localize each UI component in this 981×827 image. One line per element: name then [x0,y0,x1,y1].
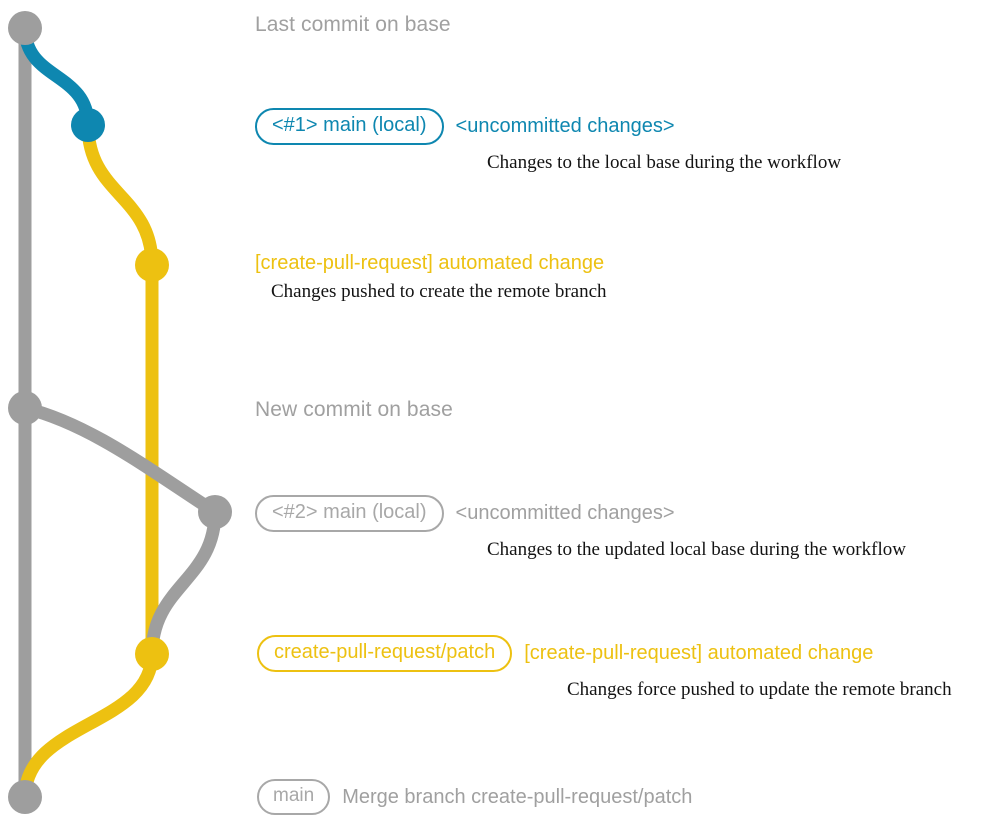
base-commit-node [8,11,42,45]
commit-description-remote-1: Changes pushed to create the remote bran… [271,281,607,302]
edge-local-1-to-remote-1 [81,118,159,272]
edge-remote-2-to-merge [18,647,159,804]
entry-remote-change-2: create-pull-request/patch [create-pull-r… [257,635,952,700]
edge-local-2-to-remote-2 [145,505,222,661]
commit-description-local-2: Changes to the updated local base during… [487,538,906,560]
commit-subject-remote-2: [create-pull-request] automated change [524,642,874,665]
commit-description-local-1: Changes to the local base during the wor… [487,151,842,173]
entry-remote-change-1: [create-pull-request] automated change C… [255,252,607,303]
remote-commit-node-1 [135,248,169,282]
commit-subject-local-1: <uncommitted changes> [455,115,675,138]
ref-badge-main[interactable]: main [257,779,331,815]
remote-commit-node-2 [135,637,169,671]
commit-nodes [8,11,232,814]
heading-new-commit-on-base: New commit on base [255,398,453,421]
ref-badge-main-local-1[interactable]: <#1> main (local) [255,108,444,145]
local-commit-node-2 [198,495,232,529]
ref-badge-main-local-2[interactable]: <#2> main (local) [255,495,444,532]
commit-subject-merge: Merge branch create-pull-request/patch [342,785,693,808]
commit-description-remote-2: Changes force pushed to update the remot… [567,678,952,700]
entry-local-change-1: <#1> main (local) <uncommitted changes> … [255,108,841,173]
entry-merge-commit: main Merge branch create-pull-request/pa… [257,779,692,815]
commit-subject-remote-1: [create-pull-request] automated change [255,252,605,274]
local-commit-node-1 [71,108,105,142]
commit-subject-local-2: <uncommitted changes> [455,502,675,525]
edge-base-to-local-2 [18,401,222,519]
merge-commit-node [8,780,42,814]
base-commit-node-2 [8,391,42,425]
ref-badge-create-pull-request-patch[interactable]: create-pull-request/patch [257,635,513,672]
entry-local-change-2: <#2> main (local) <uncommitted changes> … [255,495,906,560]
heading-last-commit-on-base: Last commit on base [255,13,451,36]
